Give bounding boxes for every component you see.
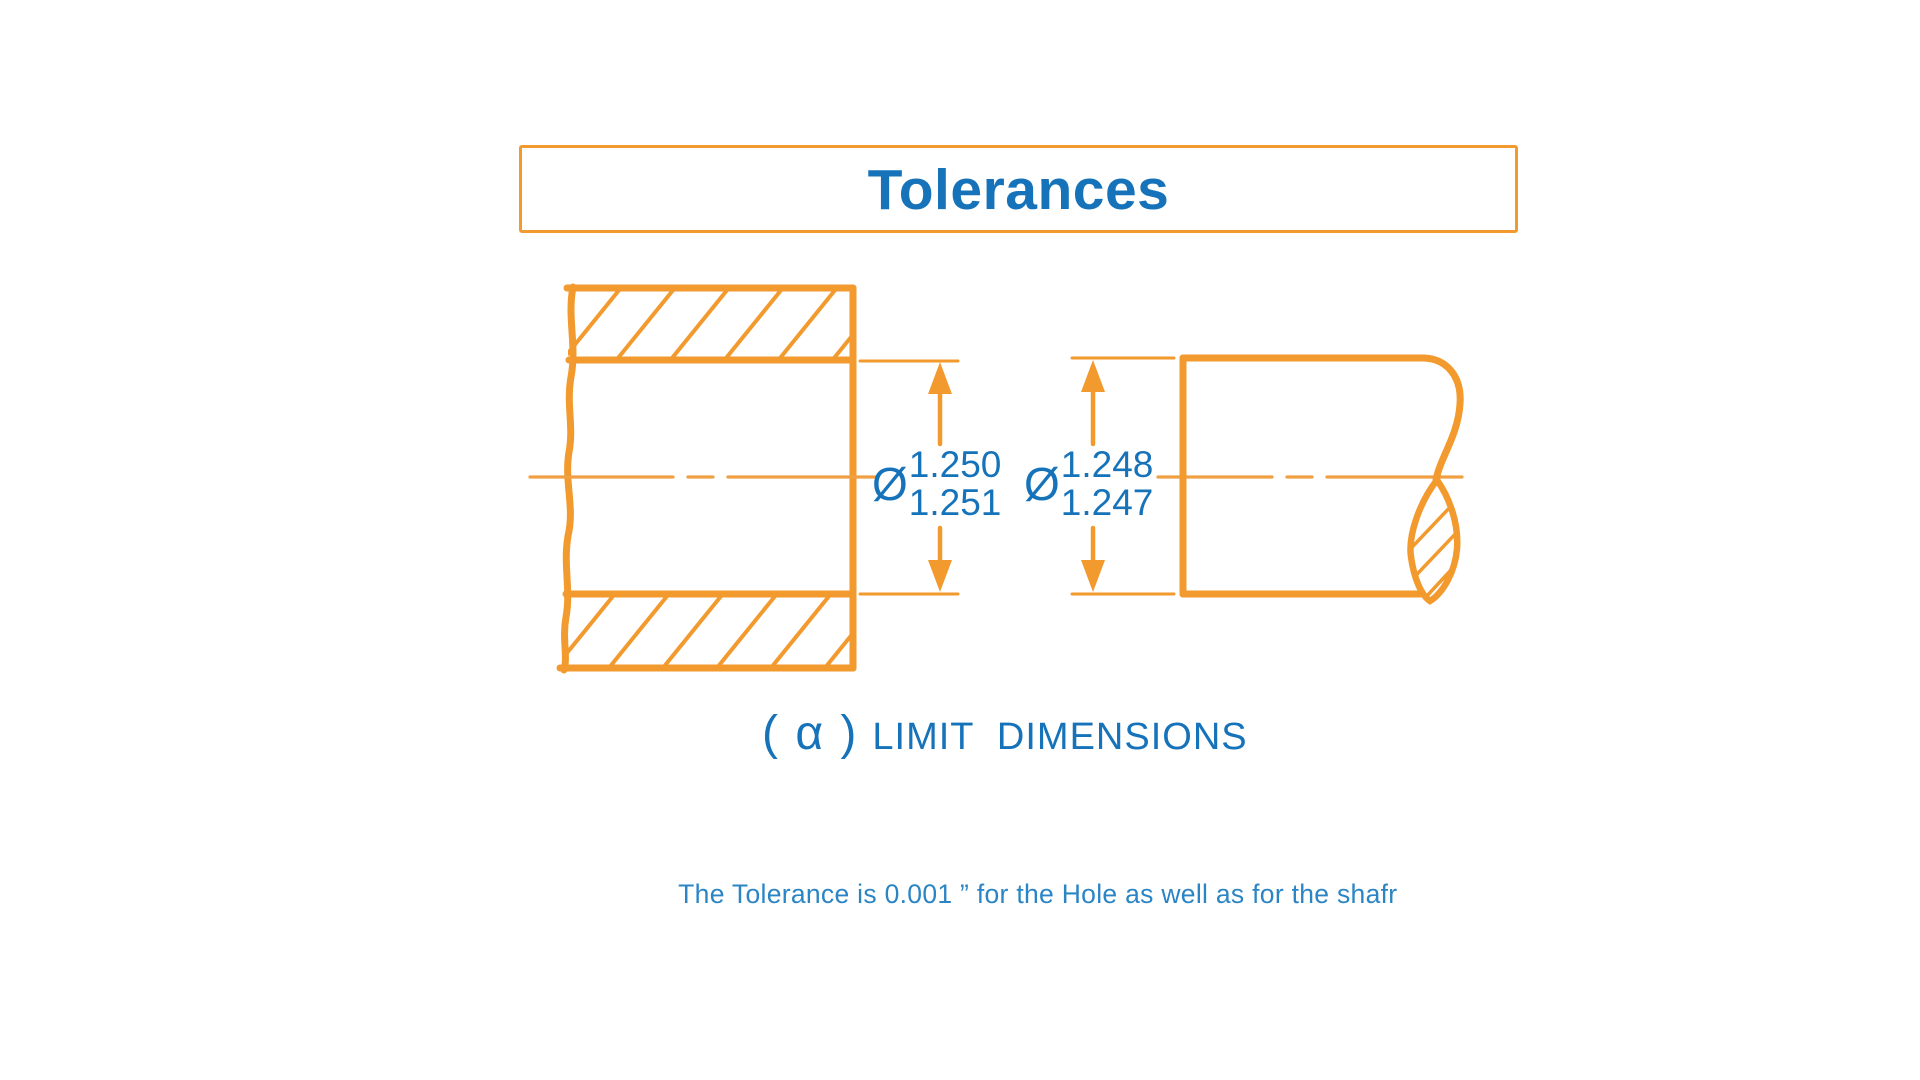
hole-upper-limit: 1.250 bbox=[908, 444, 1002, 485]
hole-section bbox=[556, 283, 857, 674]
shaft-limit-values: 1.248 1.247 bbox=[1061, 446, 1154, 522]
title-box: Tolerances bbox=[519, 145, 1518, 233]
tolerance-note: The Tolerance is 0.001 ” for the Hole as… bbox=[648, 848, 1397, 941]
hole-hatch-top bbox=[568, 291, 852, 357]
shaft-extension-lines bbox=[1070, 356, 1176, 596]
hole-diameter-symbol: Ø bbox=[872, 458, 908, 510]
shaft-upper-limit: 1.248 bbox=[1060, 444, 1154, 485]
hole-limit-values: 1.250 1.251 bbox=[909, 446, 1002, 522]
hole-dimension-label: Ø 1.250 1.251 bbox=[872, 446, 1001, 522]
shaft-dim-arrow-down-icon bbox=[1081, 560, 1105, 592]
caption-alpha-label: ( α ) bbox=[762, 707, 859, 760]
shaft-diameter-symbol: Ø bbox=[1024, 458, 1060, 510]
hole-extension-lines bbox=[858, 359, 960, 596]
hole-lower-limit: 1.251 bbox=[908, 482, 1002, 523]
caption-text: LIMIT DIMENSIONS bbox=[872, 716, 1248, 758]
figure-caption: ( α ) LIMIT DIMENSIONS bbox=[762, 706, 1248, 761]
shaft-dimension bbox=[1070, 356, 1176, 596]
shaft-dimension-label: Ø 1.248 1.247 bbox=[1024, 446, 1153, 522]
shaft-break-curve bbox=[1420, 354, 1464, 484]
hole-dim-arrow-up-icon bbox=[928, 362, 952, 394]
shaft-section bbox=[1179, 354, 1464, 605]
hole-dimension bbox=[858, 359, 960, 596]
shaft-lower-limit: 1.247 bbox=[1060, 482, 1154, 523]
hole-dim-arrow-down-icon bbox=[928, 560, 952, 592]
shaft-dim-arrow-up-icon bbox=[1081, 360, 1105, 392]
page-title: Tolerances bbox=[867, 158, 1170, 222]
hole-hatch-bottom bbox=[566, 597, 851, 665]
tolerance-note-text: The Tolerance is 0.001 ” for the Hole as… bbox=[678, 879, 1398, 909]
